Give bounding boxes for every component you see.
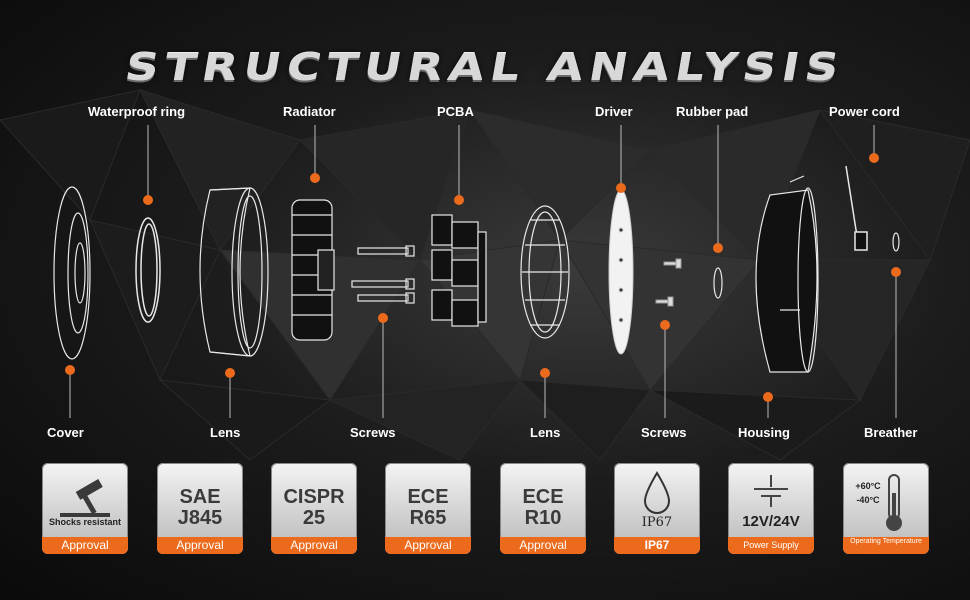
screws-left-part xyxy=(351,245,415,304)
badge-power-supply: 12V/24V Power Supply xyxy=(728,463,814,554)
badge-7-strip: Power Supply xyxy=(728,537,814,554)
badge-5-line2: R10 xyxy=(524,507,562,529)
badge-3-line1: CISPR xyxy=(283,486,345,508)
driver-part xyxy=(608,189,634,355)
badge-4-strip: Approval xyxy=(385,537,471,554)
badge-7-text: 12V/24V xyxy=(742,513,800,530)
thermometer-icon xyxy=(886,474,902,531)
label-driver: Driver xyxy=(595,104,633,119)
badge-2-strip: Approval xyxy=(157,537,243,554)
badge-8-line1: +60°C xyxy=(855,481,881,491)
label-rubber-pad: Rubber pad xyxy=(676,104,749,119)
badge-1-strip: Approval xyxy=(42,537,128,554)
hammer-icon xyxy=(60,479,110,517)
label-housing: Housing xyxy=(738,425,790,440)
power-cord-part xyxy=(845,165,868,251)
badge-6-strip: IP67 xyxy=(614,537,700,554)
badge-operating-temperature: +60°C -40°C Operating Temperature xyxy=(843,463,929,554)
badge-4-line1: ECE xyxy=(407,486,449,508)
label-waterproof-ring: Waterproof ring xyxy=(88,104,186,119)
badge-2-line1: SAE xyxy=(179,486,221,508)
power-icon xyxy=(754,475,788,507)
lens-2-part xyxy=(520,205,570,339)
label-lens: Lens xyxy=(210,425,241,440)
badge-2-line2: J845 xyxy=(177,507,223,529)
badge-ip67: IP67 IP67 xyxy=(614,463,700,554)
badge-5-strip: Approval xyxy=(500,537,586,554)
water-drop-icon xyxy=(643,471,671,514)
label-radiator: Radiator xyxy=(283,104,336,119)
badge-1-text: Shocks resistant xyxy=(48,517,122,527)
badge-8-line2: -40°C xyxy=(856,495,880,505)
screws-right-part xyxy=(655,258,682,307)
rubber-pad-part xyxy=(713,267,723,299)
label-screws: Screws xyxy=(350,425,396,440)
badge-ece-r10: ECE R10 Approval xyxy=(500,463,586,554)
breather-part xyxy=(892,232,900,252)
badge-sae: SAE J845 Approval xyxy=(157,463,243,554)
cover-part xyxy=(53,186,91,360)
badge-4-line2: R65 xyxy=(409,507,447,529)
badge-ece-r65: ECE R65 Approval xyxy=(385,463,471,554)
label-breather: Breather xyxy=(864,425,918,440)
label-screws-2: Screws xyxy=(641,425,687,440)
badge-5-line1: ECE xyxy=(522,486,564,508)
badge-8-strip: Operating Temperature xyxy=(843,537,929,554)
label-lens-2: Lens xyxy=(530,425,561,440)
label-power-cord: Power cord xyxy=(829,104,900,119)
badge-shock-resistant: Shocks resistant Approval xyxy=(42,463,128,554)
waterproof-ring-part xyxy=(135,217,161,323)
label-pcba: PCBA xyxy=(437,104,474,119)
badge-6-text: IP67 xyxy=(641,515,673,530)
pcba-part xyxy=(431,214,487,327)
badge-cispr: CISPR 25 Approval xyxy=(271,463,357,554)
lens-part xyxy=(199,187,269,357)
badge-3-line2: 25 xyxy=(302,507,326,529)
housing-part xyxy=(755,175,819,373)
badge-3-strip: Approval xyxy=(271,537,357,554)
label-cover: Cover xyxy=(47,425,84,440)
radiator-part xyxy=(291,199,335,341)
